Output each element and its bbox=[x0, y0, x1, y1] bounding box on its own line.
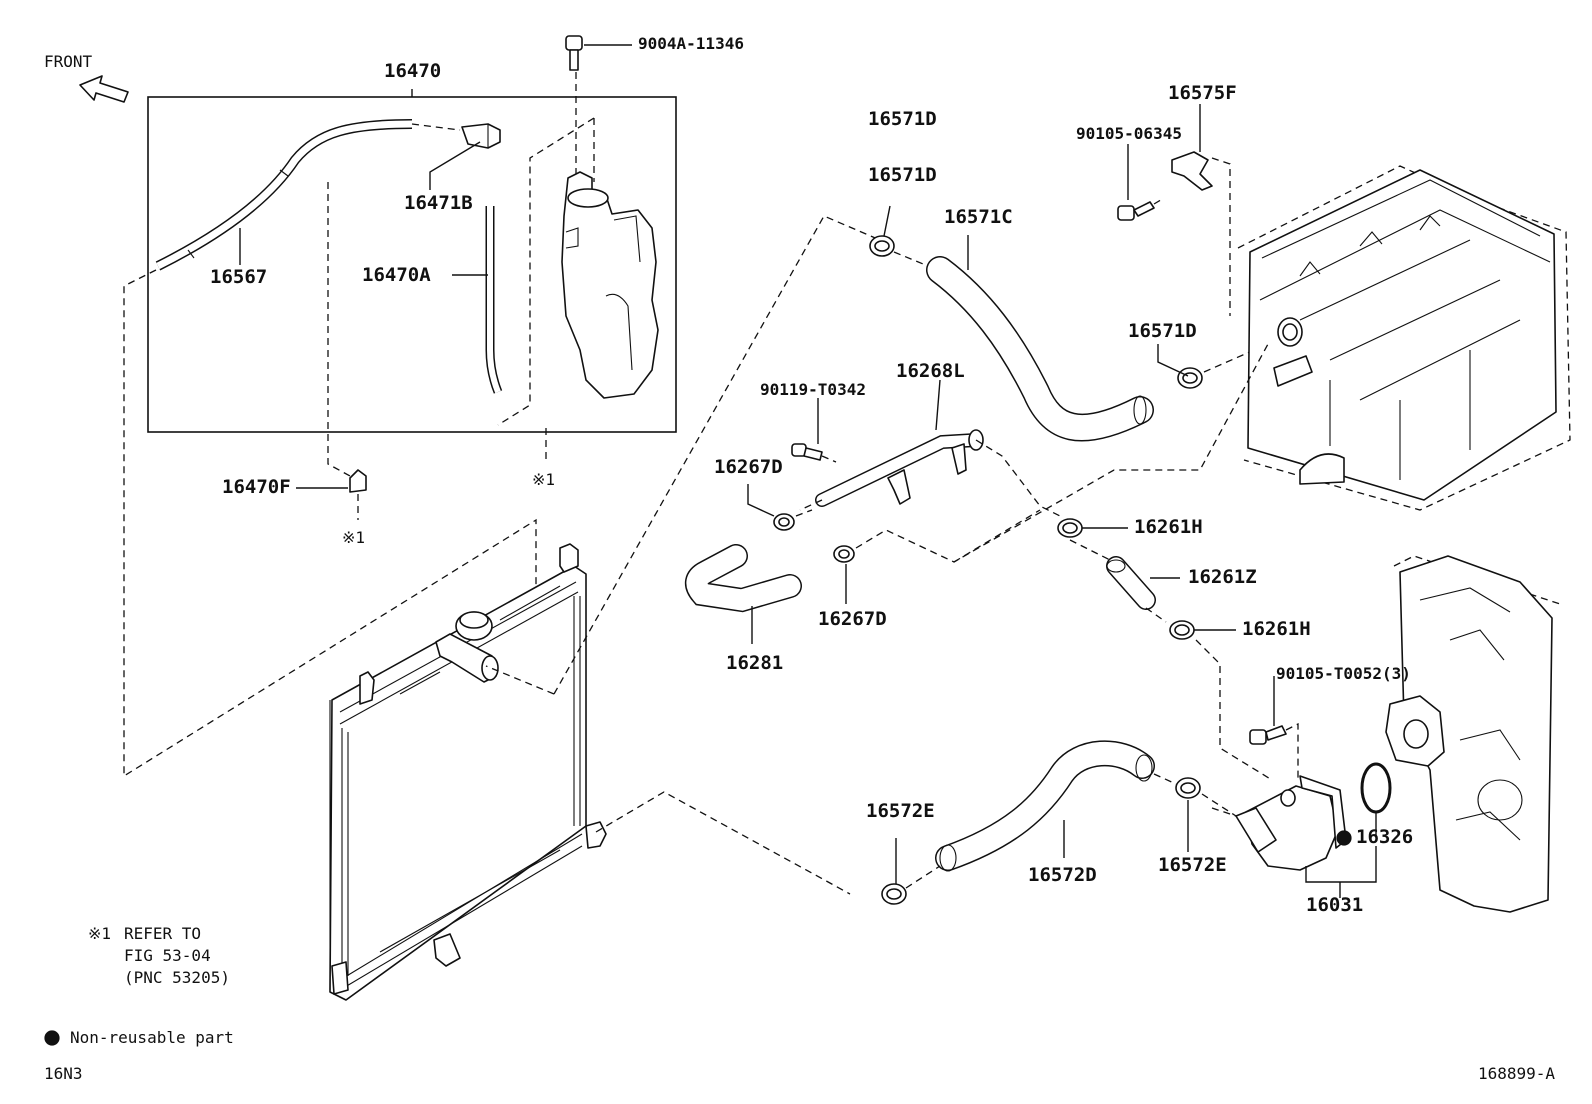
gasket-16326 bbox=[1360, 762, 1392, 814]
bolt-90105-T0052 bbox=[1249, 725, 1287, 745]
reservoir-cap-16471B bbox=[461, 123, 501, 149]
water-pipe-16268L bbox=[815, 429, 984, 507]
bolt-90105-06345 bbox=[1117, 201, 1155, 221]
clip-16470F bbox=[349, 469, 367, 493]
label-16571D-right: 16571D bbox=[1128, 320, 1197, 342]
label-16268L: 16268L bbox=[896, 360, 965, 382]
label-16326: 16326 bbox=[1356, 826, 1414, 848]
clip-16267D-upper bbox=[773, 513, 795, 531]
bolt-9004A-11346 bbox=[565, 35, 583, 71]
clip-16571D-right bbox=[1177, 367, 1203, 389]
label-16471B: 16471B bbox=[404, 192, 473, 214]
refer-note-line1: REFER TO bbox=[124, 924, 202, 943]
refer-note-line3: (PNC 53205) bbox=[124, 968, 230, 987]
clip-16571D-upper bbox=[869, 235, 895, 257]
label-9004A-11346: 9004A-11346 bbox=[638, 34, 744, 53]
label-16261H-upper: 16261H bbox=[1134, 516, 1203, 538]
label-16267D-upper: 16267D bbox=[714, 456, 783, 478]
label-16261H-lower: 16261H bbox=[1242, 618, 1311, 640]
clip-16572E-left bbox=[881, 883, 907, 905]
clip-16261H-upper bbox=[1057, 518, 1083, 538]
label-16575F: 16575F bbox=[1168, 82, 1237, 104]
label-16567: 16567 bbox=[210, 266, 268, 288]
radiator-assembly bbox=[329, 543, 607, 1001]
label-16572E-left: 16572E bbox=[866, 800, 935, 822]
drawing-number: 168899-A bbox=[1478, 1064, 1556, 1083]
refer-note-line2: FIG 53-04 bbox=[124, 946, 211, 965]
thermostat-housing-16031 bbox=[1235, 775, 1347, 871]
label-16261Z: 16261Z bbox=[1188, 566, 1257, 588]
engine-block bbox=[1237, 165, 1571, 511]
non-reusable-marker-icon bbox=[1336, 830, 1352, 846]
label-16281: 16281 bbox=[726, 652, 784, 674]
refer-note-mark: ※1 bbox=[88, 924, 112, 943]
timing-cover bbox=[1385, 555, 1561, 913]
bolt-90119-T0342 bbox=[791, 443, 823, 461]
label-16470: 16470 bbox=[384, 60, 442, 82]
lower-hose-16572D bbox=[935, 740, 1155, 872]
label-16470F: 16470F bbox=[222, 476, 291, 498]
label-90119-T0342: 90119-T0342 bbox=[760, 380, 866, 399]
page-code: 16N3 bbox=[44, 1064, 83, 1083]
bracket-16575F bbox=[1171, 151, 1213, 191]
ref-mark-lower: ※1 bbox=[342, 528, 366, 547]
tube-16470A bbox=[485, 206, 503, 394]
clip-16267D-lower bbox=[833, 545, 855, 563]
label-16572E-right: 16572E bbox=[1158, 854, 1227, 876]
front-arrow-icon bbox=[79, 75, 129, 103]
clip-16261H-lower bbox=[1169, 620, 1195, 640]
label-16031: 16031 bbox=[1306, 894, 1364, 916]
clip-16572E-right bbox=[1175, 777, 1201, 799]
label-16571D-top: 16571D bbox=[868, 108, 937, 130]
label-16470A: 16470A bbox=[362, 264, 431, 286]
ref-mark-upper: ※1 bbox=[532, 470, 556, 489]
overflow-hose-16567 bbox=[155, 119, 413, 271]
label-16267D-lower: 16267D bbox=[818, 608, 887, 630]
front-label: FRONT bbox=[44, 52, 93, 71]
non-reusable-legend: Non-reusable part bbox=[70, 1028, 234, 1047]
label-90105-06345: 90105-06345 bbox=[1076, 124, 1182, 143]
reservoir-tank bbox=[561, 171, 659, 399]
label-90105-T0052: 90105-T0052(3) bbox=[1276, 664, 1411, 683]
hose-16261Z bbox=[1106, 556, 1156, 610]
label-16571D-second: 16571D bbox=[868, 164, 937, 186]
label-16572D: 16572D bbox=[1028, 864, 1097, 886]
label-16571C: 16571C bbox=[944, 206, 1013, 228]
bypass-hose-16281 bbox=[684, 544, 802, 613]
upper-hose-16571C bbox=[926, 256, 1154, 442]
filled-circle-icon bbox=[44, 1030, 60, 1046]
